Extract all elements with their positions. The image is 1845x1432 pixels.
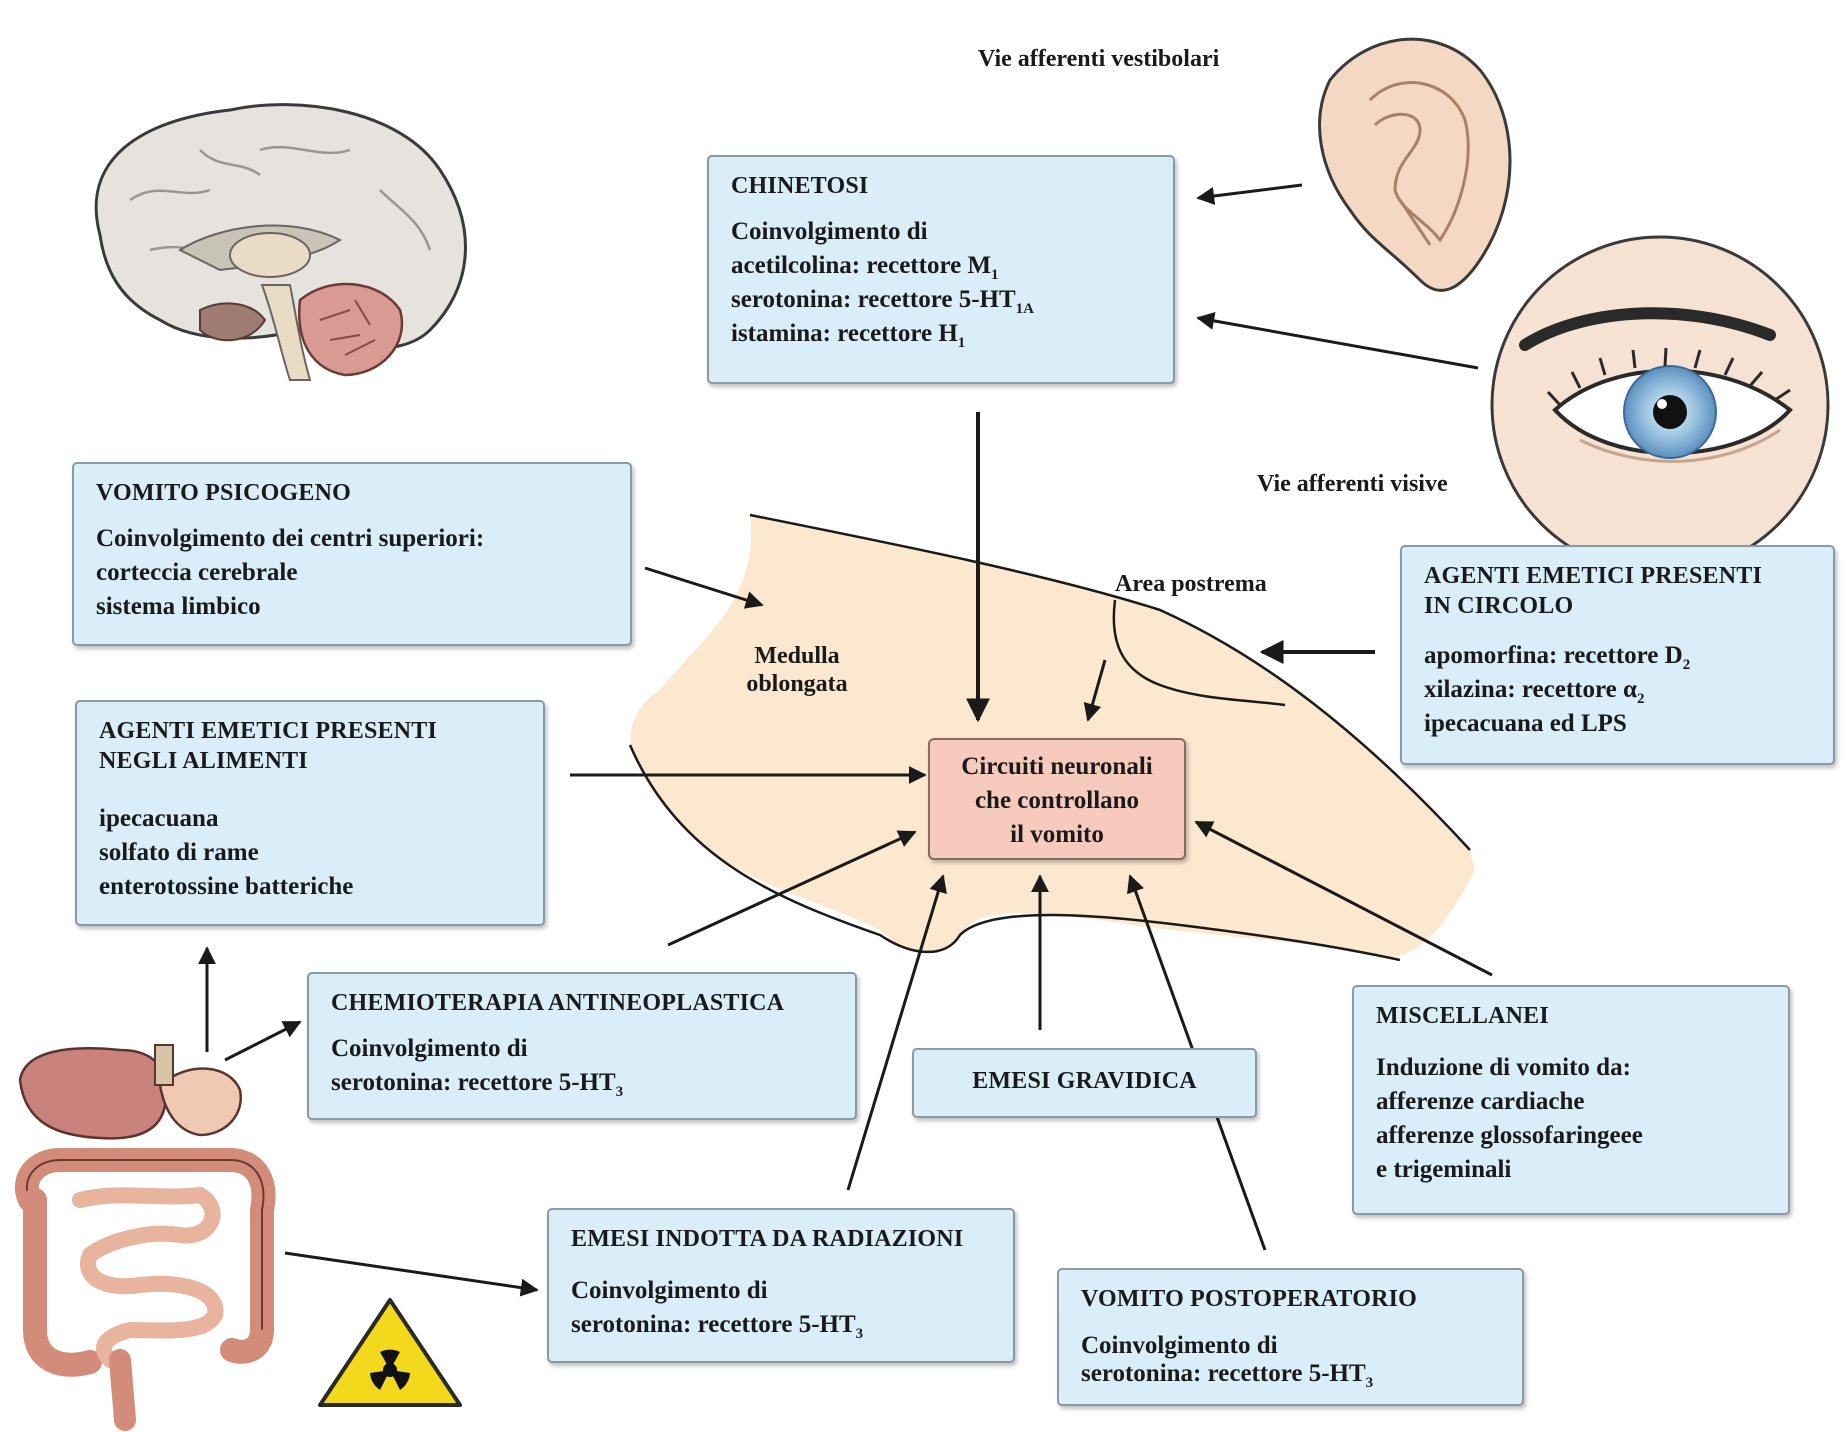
circolo-line-2: xilazina: recettore α2 — [1424, 673, 1811, 707]
chemio-line: serotonina: recettore 5-HT3 — [331, 1066, 833, 1100]
radiazioni-title: EMESI INDOTTA DA RADIAZIONI — [571, 1224, 991, 1254]
miscellanei-line-2: afferenze cardiache — [1376, 1085, 1766, 1119]
box-neural-circuits: Circuiti neuronali che controllano il vo… — [928, 738, 1186, 860]
box-vomito-psicogeno: VOMITO PSICOGENO Coinvolgimento dei cent… — [72, 462, 632, 646]
chinetosi-line-2-sub: 1A — [1016, 301, 1034, 317]
box-miscellanei: MISCELLANEI Induzione di vomito da: affe… — [1352, 985, 1790, 1215]
radiazioni-line-sub: 3 — [856, 1326, 864, 1342]
alimenti-title: AGENTI EMETICI PRESENTI NEGLI ALIMENTI — [99, 716, 521, 776]
digestive-tract-icon — [20, 1045, 263, 1420]
alimenti-title-line-1: AGENTI EMETICI PRESENTI — [99, 716, 521, 746]
brain-icon — [96, 105, 465, 380]
chinetosi-title: CHINETOSI — [731, 171, 1151, 201]
circolo-line-2-text: xilazina: recettore α — [1424, 676, 1637, 703]
label-medulla-line-2: oblongata — [722, 670, 872, 698]
circolo-line-2-sub: 2 — [1637, 691, 1645, 707]
chemio-line-sub: 3 — [616, 1084, 624, 1100]
box-emesi-gravidica: EMESI GRAVIDICA — [912, 1048, 1257, 1118]
circolo-title: AGENTI EMETICI PRESENTI IN CIRCOLO — [1424, 561, 1811, 621]
center-line-3: il vomito — [930, 818, 1184, 852]
box-vomito-postoperatorio: VOMITO POSTOPERATORIO Coinvolgimento di … — [1057, 1268, 1524, 1406]
circolo-line-3: ipecacuana ed LPS — [1424, 707, 1811, 741]
postoperatorio-line-sub: 3 — [1366, 1375, 1374, 1391]
circolo-title-line-2: IN CIRCOLO — [1424, 591, 1811, 621]
box-chinetosi: CHINETOSI Coinvolgimento di acetilcolina… — [707, 155, 1175, 384]
radiazioni-line: serotonina: recettore 5-HT3 — [571, 1308, 991, 1342]
postoperatorio-title: VOMITO POSTOPERATORIO — [1081, 1284, 1500, 1314]
label-area-postrema: Area postrema — [1115, 570, 1267, 598]
postoperatorio-intro: Coinvolgimento di — [1081, 1332, 1500, 1360]
miscellanei-line-1: Induzione di vomito da: — [1376, 1051, 1766, 1085]
chemio-intro: Coinvolgimento di — [331, 1032, 833, 1066]
chinetosi-line-3-sub: 1 — [958, 335, 966, 351]
chemio-title: CHEMIOTERAPIA ANTINEOPLASTICA — [331, 988, 833, 1018]
radiazioni-line-text: serotonina: recettore 5-HT — [571, 1311, 856, 1338]
psicogeno-line-2: corteccia cerebrale — [96, 556, 608, 590]
gravidica-title: EMESI GRAVIDICA — [936, 1066, 1233, 1096]
postoperatorio-line: serotonina: recettore 5-HT3 — [1081, 1360, 1500, 1388]
chinetosi-line-1-text: acetilcolina: recettore M — [731, 252, 991, 279]
circolo-line-1-sub: 2 — [1683, 657, 1691, 673]
center-line-1: Circuiti neuronali — [930, 750, 1184, 784]
arrow-gut-to-chemio — [225, 1022, 300, 1060]
arrow-eye-to-chinetosi — [1198, 318, 1478, 368]
box-agenti-alimenti: AGENTI EMETICI PRESENTI NEGLI ALIMENTI i… — [75, 700, 545, 926]
radiazioni-intro: Coinvolgimento di — [571, 1274, 991, 1308]
circolo-line-1-text: apomorfina: recettore D — [1424, 642, 1683, 669]
chinetosi-line-1: acetilcolina: recettore M1 — [731, 249, 1151, 283]
arrow-gut-to-radiazioni — [285, 1253, 537, 1290]
chinetosi-line-2-text: serotonina: recettore 5-HT — [731, 286, 1016, 313]
circolo-line-1: apomorfina: recettore D2 — [1424, 639, 1811, 673]
alimenti-line-1: ipecacuana — [99, 802, 521, 836]
psicogeno-line-3: sistema limbico — [96, 590, 608, 624]
alimenti-line-2: solfato di rame — [99, 836, 521, 870]
box-chemioterapia: CHEMIOTERAPIA ANTINEOPLASTICA Coinvolgim… — [307, 972, 857, 1120]
psicogeno-line-1: Coinvolgimento dei centri superiori: — [96, 522, 608, 556]
chinetosi-line-3: istamina: recettore H1 — [731, 317, 1151, 351]
miscellanei-line-4: e trigeminali — [1376, 1153, 1766, 1187]
box-agenti-circolo: AGENTI EMETICI PRESENTI IN CIRCOLO apomo… — [1400, 545, 1835, 765]
label-medulla-line-1: Medulla — [722, 642, 872, 670]
center-line-2: che controllano — [930, 784, 1184, 818]
label-vestibular-pathways: Vie afferenti vestibolari — [978, 45, 1219, 73]
label-visual-pathways: Vie afferenti visive — [1257, 470, 1448, 498]
postoperatorio-line-text: serotonina: recettore 5-HT — [1081, 1360, 1366, 1387]
box-emesi-radiazioni: EMESI INDOTTA DA RADIAZIONI Coinvolgimen… — [547, 1208, 1015, 1363]
eye-icon — [1492, 237, 1828, 573]
miscellanei-title: MISCELLANEI — [1376, 1001, 1766, 1031]
alimenti-line-3: enterotossine batteriche — [99, 870, 521, 904]
ear-icon — [1320, 39, 1510, 290]
chinetosi-line-3-text: istamina: recettore H — [731, 320, 958, 347]
chinetosi-line-2: serotonina: recettore 5-HT1A — [731, 283, 1151, 317]
miscellanei-line-3: afferenze glossofaringeee — [1376, 1119, 1766, 1153]
label-medulla-oblongata: Medulla oblongata — [722, 642, 872, 698]
psicogeno-title: VOMITO PSICOGENO — [96, 478, 608, 508]
alimenti-title-line-2: NEGLI ALIMENTI — [99, 746, 521, 776]
chinetosi-line-1-sub: 1 — [991, 267, 999, 283]
arrow-ear-to-chinetosi — [1198, 185, 1302, 198]
chemio-line-text: serotonina: recettore 5-HT — [331, 1069, 616, 1096]
chinetosi-intro: Coinvolgimento di — [731, 215, 1151, 249]
radiation-warning-icon — [320, 1300, 460, 1405]
circolo-title-line-1: AGENTI EMETICI PRESENTI — [1424, 561, 1811, 591]
